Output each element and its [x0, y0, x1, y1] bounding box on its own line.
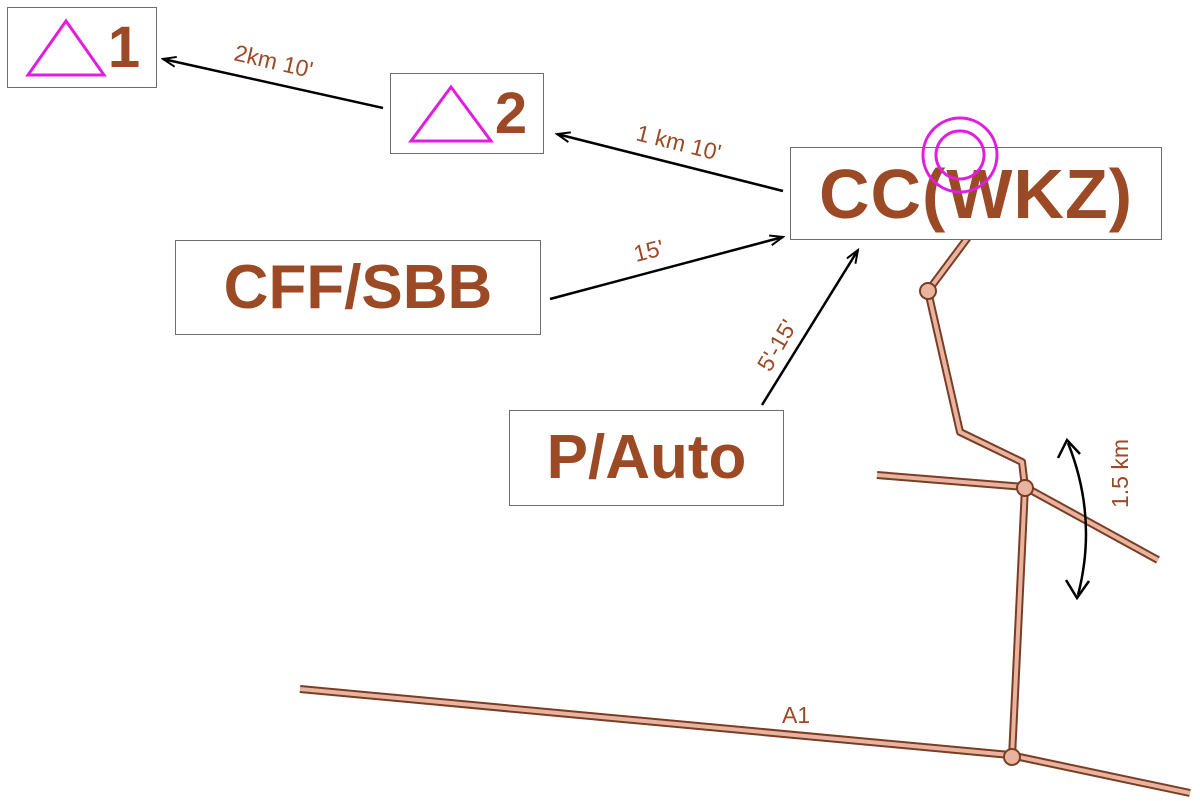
route-arrows	[163, 59, 858, 406]
highway-label: A1	[782, 702, 810, 728]
point-1-box: 1	[7, 7, 157, 88]
triangle-icon	[407, 83, 494, 142]
highway-a1	[299, 685, 1191, 797]
point-1-label: 1	[107, 14, 141, 80]
junction-node	[919, 282, 937, 300]
edge-label-cc-p2: 1 km 10'	[634, 120, 724, 166]
distance-arrow	[1066, 442, 1088, 596]
arrow-car-to-cc	[760, 250, 858, 406]
edge-label-car-cc: 5'-15'	[752, 315, 802, 375]
road-network	[299, 225, 1191, 797]
arrow-cc-to-p2	[557, 134, 784, 193]
double-circle-icon	[921, 116, 999, 194]
car-label: P/Auto	[546, 423, 747, 492]
command-post-label: CC(WKZ)	[818, 154, 1134, 233]
arrow-p2-to-p1	[163, 59, 384, 110]
point-2-box: 2	[390, 73, 544, 154]
point-2-label: 2	[494, 80, 528, 146]
junction-node	[1003, 748, 1021, 766]
train-label: CFF/SBB	[223, 252, 493, 322]
triangle-icon	[24, 17, 107, 76]
junction-node	[1016, 479, 1034, 497]
distance-label: 1.5 km	[1107, 439, 1133, 508]
arrow-train-to-cc	[549, 237, 783, 301]
edge-label-train-cc: 15'	[631, 234, 666, 266]
train-box: CFF/SBB	[175, 240, 541, 335]
car-box: P/Auto	[509, 410, 784, 506]
command-post-box: CC(WKZ)	[790, 147, 1162, 240]
road-access	[924, 225, 1029, 758]
